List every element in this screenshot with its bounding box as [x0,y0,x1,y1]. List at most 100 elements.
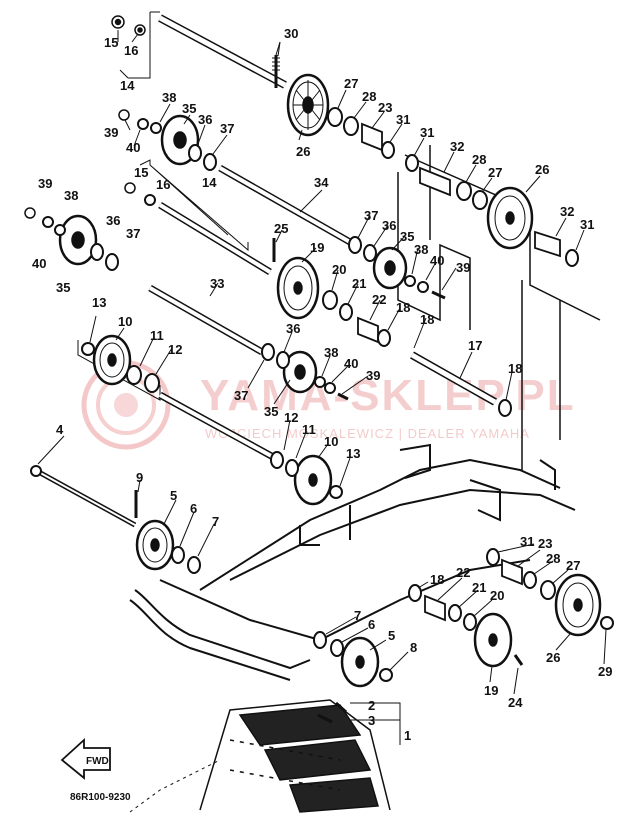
callout-8: 8 [410,640,417,655]
callout-39: 39 [456,260,470,275]
callout-40: 40 [126,140,140,155]
callout-17: 17 [468,338,482,353]
callout-2: 2 [368,698,375,713]
callout-20: 20 [490,588,504,603]
callout-31: 31 [396,112,410,127]
callout-39: 39 [38,176,52,191]
callout-14: 14 [120,78,135,93]
callout-26: 26 [546,650,560,665]
callout-37: 37 [234,388,248,403]
callout-7: 7 [354,608,361,623]
callout-20: 20 [332,262,346,277]
callout-9: 9 [136,470,143,485]
track [129,699,391,813]
callout-36: 36 [382,218,396,233]
callout-28: 28 [472,152,486,167]
callout-13: 13 [346,446,360,461]
callout-35: 35 [400,229,414,244]
callout-14: 14 [202,175,217,190]
callout-31: 31 [420,125,434,140]
callout-11: 11 [150,328,164,343]
callout-40: 40 [430,253,444,268]
callout-35: 35 [56,280,70,295]
callout-35: 35 [182,101,196,116]
callout-38: 38 [162,90,176,105]
diagram-code: 86R100-9230 [70,792,131,803]
callout-12: 12 [284,410,298,425]
line-work [24,11,614,813]
callout-27: 27 [488,165,502,180]
callout-16: 16 [156,177,170,192]
callout-15: 15 [104,35,118,50]
callout-19: 19 [484,683,498,698]
callout-30: 30 [284,26,298,41]
callout-4: 4 [56,422,64,437]
callout-27: 27 [566,558,580,573]
callout-18: 18 [430,572,444,587]
callout-33: 33 [210,276,224,291]
callout-11: 11 [302,422,316,437]
callout-22: 22 [456,565,470,580]
callout-40: 40 [344,356,358,371]
callout-6: 6 [190,501,197,516]
callout-40: 40 [32,256,46,271]
callout-32: 32 [560,204,574,219]
watermark: YAMA-SKLEP.PL WOJCIECH MOSKALEWICZ | DEA… [81,360,576,450]
watermark-tagline: WOJCIECH MOSKALEWICZ | DEALER YAMAHA [205,426,530,441]
callout-38: 38 [414,242,428,257]
callout-18: 18 [420,312,434,327]
callout-35: 35 [264,404,278,419]
callout-3: 3 [368,713,375,728]
wheel-26-right [486,186,534,250]
callout-25: 25 [274,221,288,236]
callout-18: 18 [396,300,410,315]
callout-28: 28 [362,89,376,104]
callout-10: 10 [118,314,132,329]
slide-rail [129,443,576,681]
callout-31: 31 [520,534,534,549]
callout-21: 21 [352,276,366,291]
callout-38: 38 [324,345,338,360]
callout-36: 36 [198,112,212,127]
callout-15: 15 [134,165,148,180]
callout-23: 23 [538,536,552,551]
callout-16: 16 [124,43,138,58]
callout-13: 13 [92,295,106,310]
forward-arrow-icon: FWD [60,737,111,780]
callout-1: 1 [404,728,411,743]
callout-26: 26 [535,162,549,177]
callout-5: 5 [170,488,177,503]
callout-31: 31 [580,217,594,232]
callout-21: 21 [472,580,486,595]
callout-37: 37 [364,208,378,223]
callout-26: 26 [296,144,310,159]
fwd-label: FWD [86,756,109,767]
callout-36: 36 [106,213,120,228]
callout-27: 27 [344,76,358,91]
callout-29: 29 [598,664,612,679]
callout-19: 19 [310,240,324,255]
callout-6: 6 [368,617,375,632]
callout-39: 39 [366,368,380,383]
shaft-top [158,14,287,89]
callout-12: 12 [168,342,182,357]
callout-37: 37 [126,226,140,241]
callout-39: 39 [104,125,118,140]
callout-36: 36 [286,321,300,336]
callout-38: 38 [64,188,78,203]
wheel-26-top [286,73,330,137]
callout-24: 24 [508,695,523,710]
callout-37: 37 [220,121,234,136]
callout-7: 7 [212,514,219,529]
watermark-brand: YAMA-SKLEP.PL [200,371,576,420]
callout-28: 28 [546,551,560,566]
callout-5: 5 [388,628,395,643]
callouts: 30 15 16 14 27 28 23 31 31 32 28 27 26 2… [32,26,612,743]
callout-22: 22 [372,292,386,307]
callout-23: 23 [378,100,392,115]
leader-lines [37,30,607,695]
callout-34: 34 [314,175,329,190]
callout-10: 10 [324,434,338,449]
